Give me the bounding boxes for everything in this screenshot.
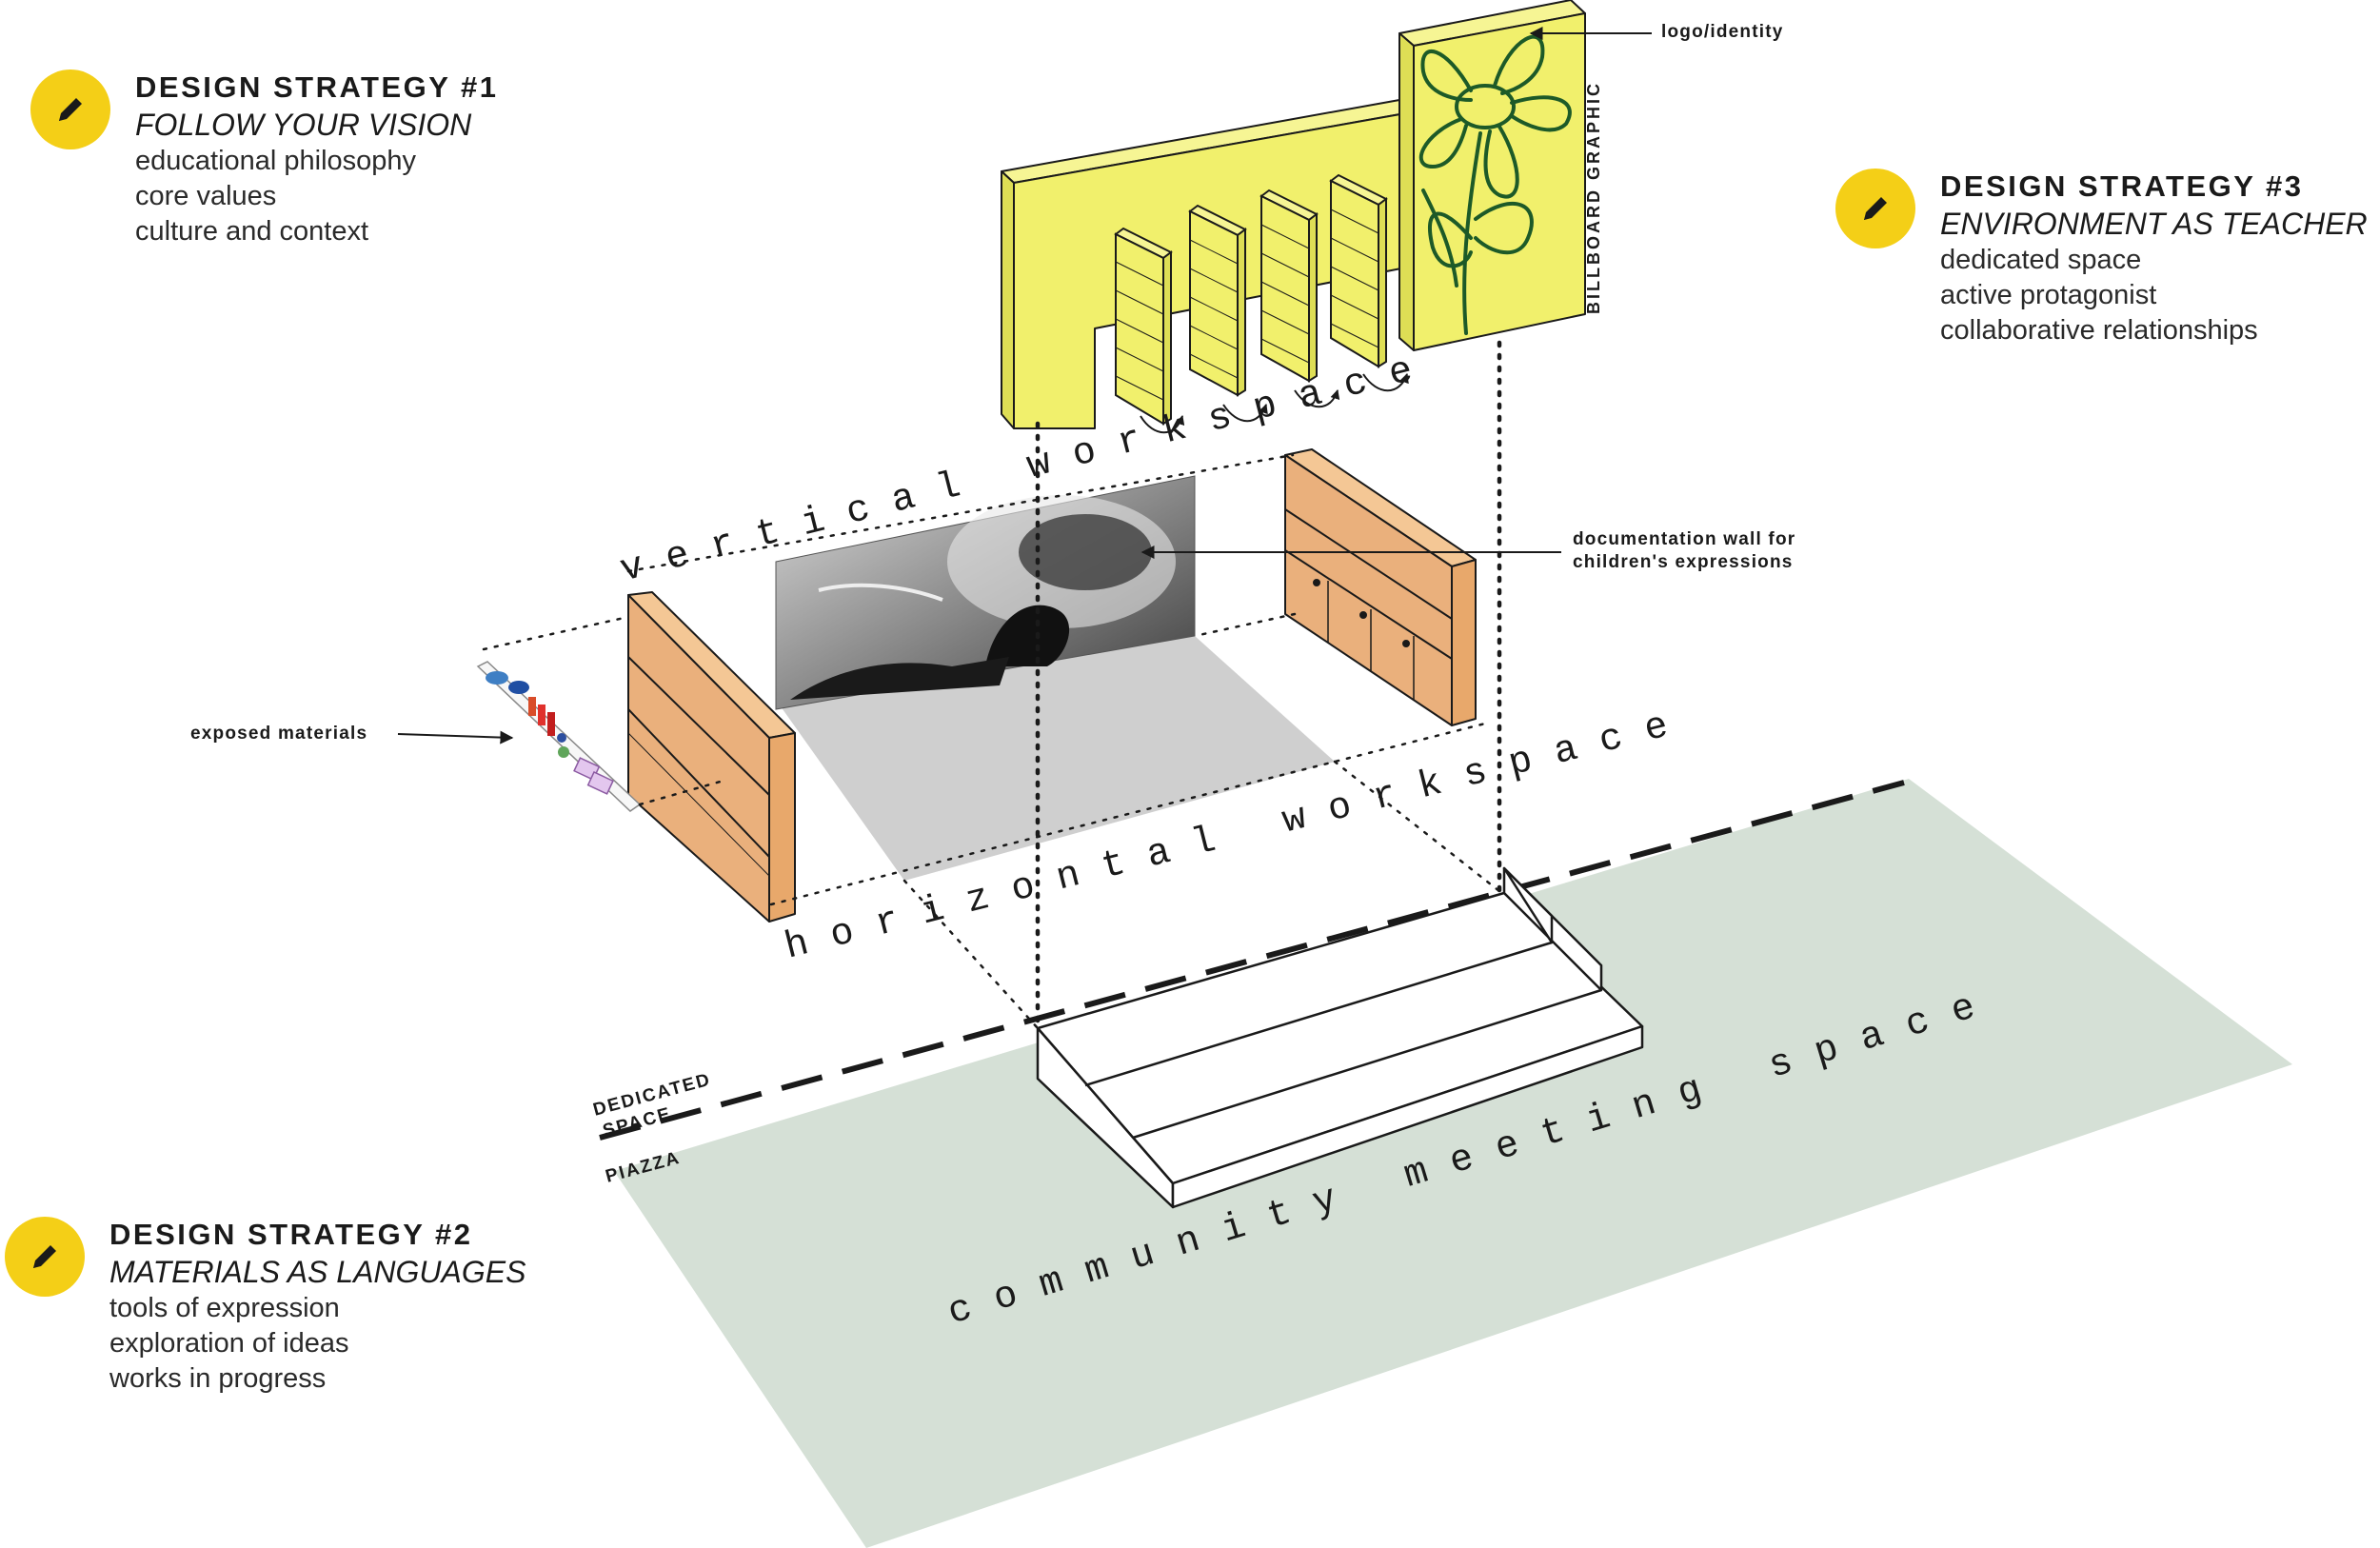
strategy-line: exploration of ideas	[109, 1328, 349, 1359]
billboard-graphic-label: BILLBOARD GRAPHIC	[1584, 81, 1603, 314]
strategy-subtitle: MATERIALS AS LANGUAGES	[109, 1255, 526, 1289]
documentation-wall-label: documentation wall for children's expres…	[1573, 528, 1795, 574]
pencil-icon	[5, 1217, 85, 1297]
strategy-line: tools of expression	[109, 1293, 340, 1323]
strategy-line: educational philosophy	[135, 146, 417, 176]
strategy-line: works in progress	[109, 1363, 327, 1394]
pointer-arrows	[397, 27, 1652, 744]
horizontal-workspace-floor	[776, 636, 1335, 881]
strategy-line: active protagonist	[1940, 280, 2157, 310]
exposed-materials-label: exposed materials	[190, 724, 368, 744]
documentation-label-line2: children's expressions	[1573, 552, 1794, 572]
documentation-wall	[775, 475, 1196, 710]
dedicated-space-label: DEDICATED SPACE	[591, 1068, 726, 1142]
entry-steps	[1036, 866, 1644, 1209]
left-cabinet	[627, 591, 796, 923]
exposed-materials-tray	[476, 661, 642, 812]
strategy-subtitle: FOLLOW YOUR VISION	[135, 108, 472, 142]
dotted-guides	[482, 340, 1506, 1031]
pencil-icon	[1835, 169, 1915, 248]
right-cabinet	[1284, 448, 1477, 726]
strategy-line: collaborative relationships	[1940, 315, 2258, 346]
piazza-plane	[614, 779, 2292, 1548]
strategy-line: core values	[135, 181, 277, 211]
strategy-title: DESIGN STRATEGY #3	[1940, 169, 2304, 203]
documentation-label-line1: documentation wall for	[1573, 529, 1796, 549]
logo-identity-label: logo/identity	[1661, 22, 1784, 42]
strategy-line: dedicated space	[1940, 245, 2142, 275]
pencil-icon	[30, 69, 110, 149]
strategy-title: DESIGN STRATEGY #1	[135, 70, 499, 104]
pivot-panels	[1114, 173, 1409, 434]
strategy-title: DESIGN STRATEGY #2	[109, 1218, 473, 1251]
strategy-line: culture and context	[135, 216, 369, 247]
strategy-subtitle: ENVIRONMENT AS TEACHER	[1940, 207, 2368, 241]
flower-logo	[1418, 34, 1572, 335]
boundary-dashed-line	[599, 780, 1905, 1141]
